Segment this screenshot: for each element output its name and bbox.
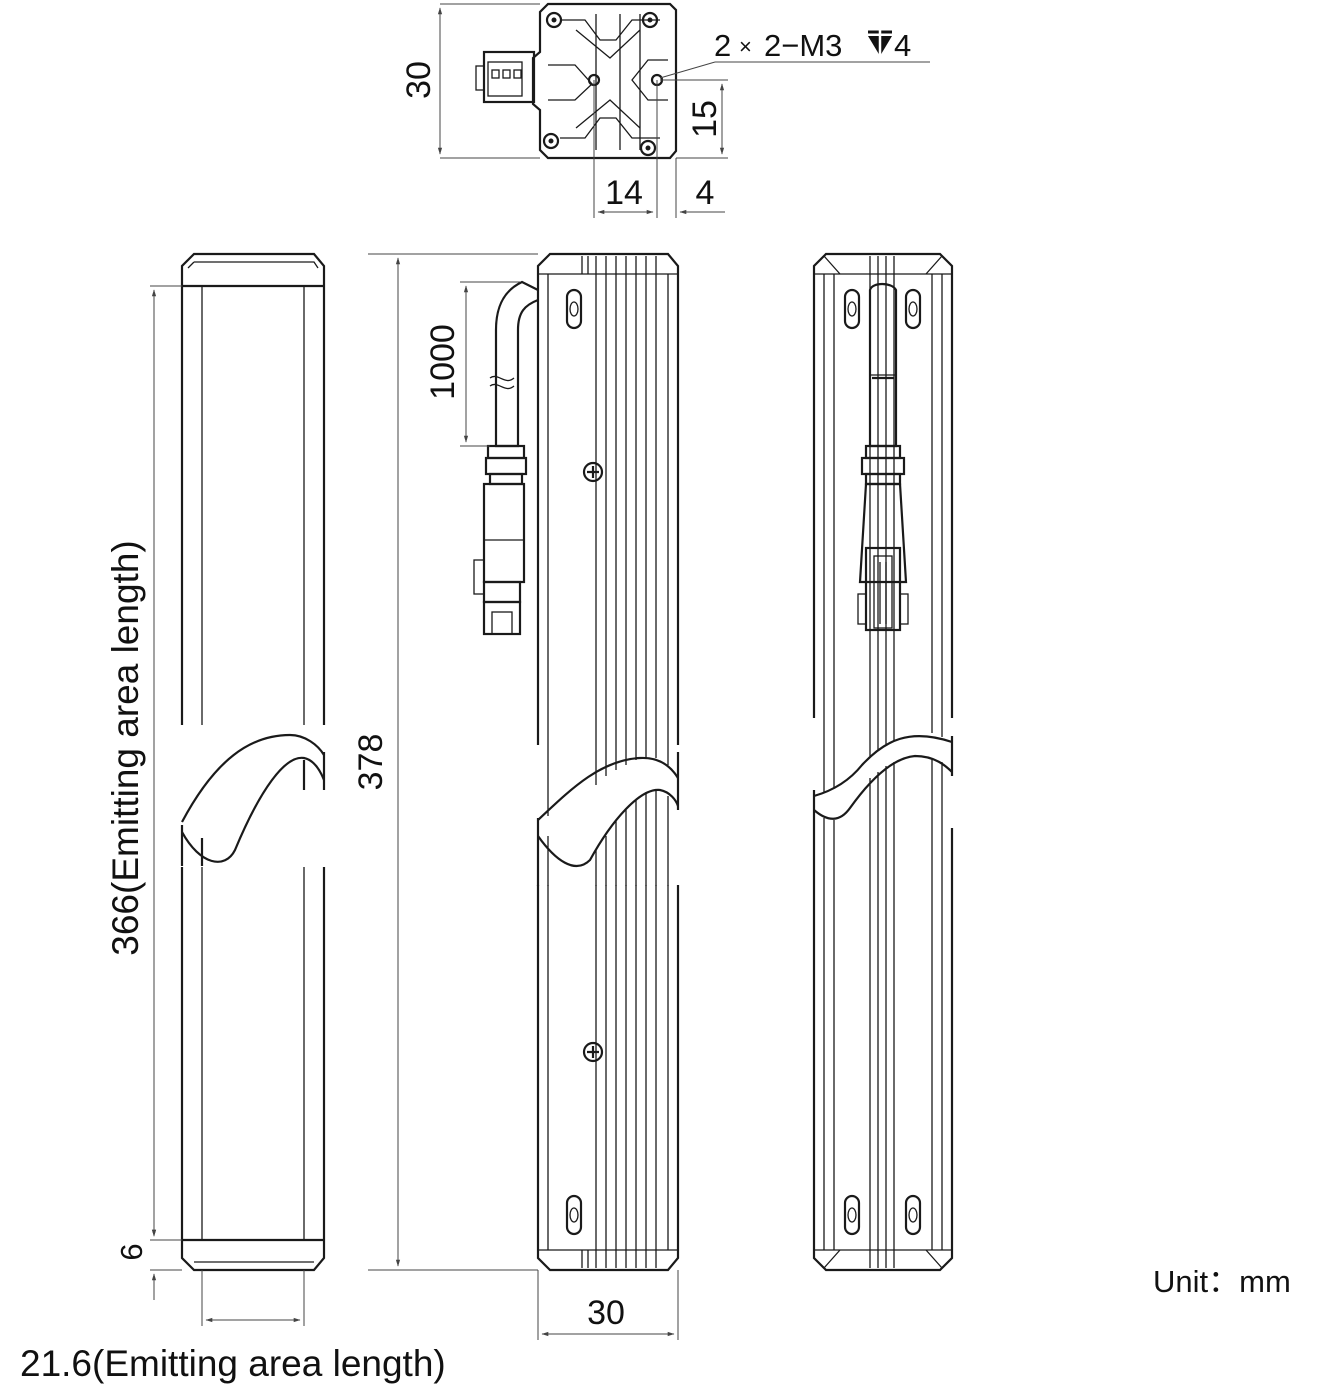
- slot-hole-icons: [565, 288, 583, 1236]
- corner-screw-icons: [542, 11, 659, 157]
- dim-total-length: 378: [352, 734, 390, 791]
- dim-hole-spec-sep: ×: [739, 34, 752, 59]
- unit-label: Unit：mm: [1153, 1264, 1291, 1299]
- screw-icons: [582, 461, 604, 1063]
- dim-hole-offset: 14: [605, 174, 643, 212]
- dim-emitting-length: 366(Emitting area length): [105, 540, 146, 955]
- dim-width: 30: [587, 1294, 625, 1332]
- back-view: [806, 252, 960, 1272]
- dim-cable-length: 1000: [424, 324, 462, 400]
- connector-top-icon: [475, 50, 536, 104]
- cable-connector-back-icon: [857, 444, 909, 632]
- dim-hole-spec-count: 2: [714, 28, 731, 63]
- dim-top-height: 30: [400, 61, 438, 99]
- slot-hole-icons: [843, 288, 922, 1236]
- dim-end-margin: 6: [114, 1243, 149, 1260]
- side-view-cable: [368, 252, 686, 1340]
- depth-symbol-icon: [868, 30, 892, 58]
- front-view-emitting: [150, 252, 330, 1326]
- dim-emitting-width: 21.6(Emitting area length): [20, 1343, 446, 1384]
- cable-connector-icon: [473, 444, 528, 636]
- dim-edge-offset: 4: [696, 174, 715, 212]
- top-end-view: [437, 2, 930, 218]
- dim-hole-spec-depth: 4: [894, 28, 911, 63]
- dim-half-height: 15: [686, 100, 724, 138]
- dim-hole-spec: 2 × 2−M3 4: [714, 28, 911, 63]
- dim-hole-spec-thread: 2−M3: [764, 28, 842, 63]
